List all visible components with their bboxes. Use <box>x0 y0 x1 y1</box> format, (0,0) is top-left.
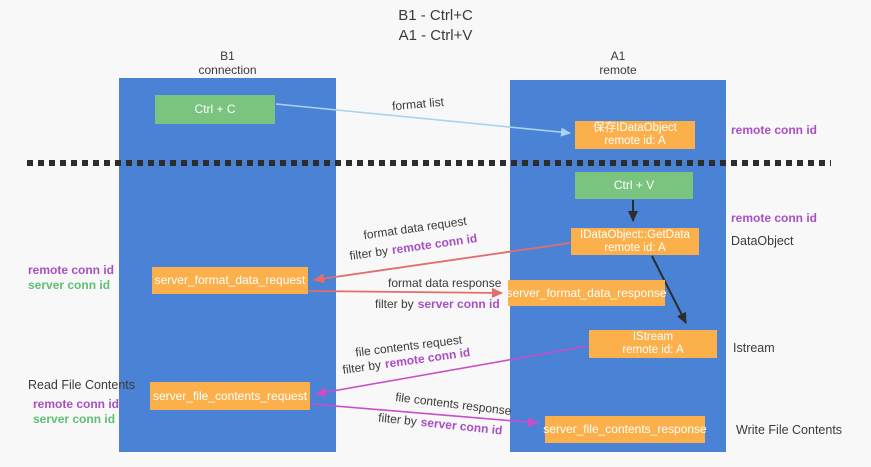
column-header-b1: B1 connection <box>119 49 336 77</box>
node-idataobject-getdata: IDataObject::GetData remote id: A <box>571 228 699 255</box>
node-idataobject-getdata-line2: remote id: A <box>604 241 666 254</box>
node-istream-line1: IStream <box>632 331 674 343</box>
diagram-title: B1 - Ctrl+C A1 - Ctrl+V <box>0 6 871 46</box>
annotation-left-server-conn-id-2: server conn id <box>33 412 116 426</box>
column-a1-role: remote <box>599 63 637 77</box>
node-server-file-contents-response: server_file_contents_response <box>543 416 707 443</box>
node-ctrl-v-label: Ctrl + V <box>613 178 655 192</box>
annotation-dataobject: DataObject <box>731 234 794 248</box>
annotation-istream: Istream <box>733 341 775 355</box>
node-server-file-contents-response-label: server_file_contents_response <box>543 422 707 436</box>
node-server-file-contents-request-label: server_file_contents_request <box>152 388 308 403</box>
node-save-dataobject-line2: remote id: A <box>604 135 666 147</box>
node-server-format-data-response-label: server_format_data_response <box>506 285 667 300</box>
node-ctrl-c: Ctrl + C <box>155 95 275 124</box>
node-idataobject-getdata-line1: IDataObject::GetData <box>580 228 690 241</box>
annotation-remote-conn-id-top: remote conn id <box>731 123 818 137</box>
filter-by-text: filter by <box>348 243 389 263</box>
annotation-left-server-conn-id-1: server conn id <box>28 278 111 292</box>
annotation-read-file-contents: Read File Contents <box>28 378 136 392</box>
edge-label-format-data-response: format data response <box>388 276 502 290</box>
node-server-format-data-request-label: server_format_data_request <box>154 273 306 287</box>
filter-by-text: filter by <box>377 410 418 429</box>
diagram-title-line2: A1 - Ctrl+V <box>398 27 473 44</box>
edge-label-format-list: format list <box>391 94 445 114</box>
node-server-format-data-request: server_format_data_request <box>152 267 308 294</box>
annotation-left-remote-conn-id-2: remote conn id <box>33 397 120 411</box>
phase-separator-dashed-line <box>27 160 831 166</box>
filter-by-text: filter by <box>375 297 414 311</box>
annotation-left-remote-conn-id-1: remote conn id <box>28 263 115 277</box>
column-header-a1: A1 remote <box>510 49 726 77</box>
annotation-write-file-contents: Write File Contents <box>736 423 843 437</box>
column-b1-name: B1 <box>220 49 235 63</box>
node-server-file-contents-request: server_file_contents_request <box>150 382 310 410</box>
node-istream-line2: remote id: A <box>622 344 684 356</box>
server-conn-id-text: server conn id <box>417 297 500 311</box>
node-save-dataobject-line1: 保存IDataObject <box>593 122 677 134</box>
node-ctrl-v: Ctrl + V <box>575 172 693 199</box>
node-istream: IStream remote id: A <box>589 330 717 358</box>
annotation-remote-conn-id-mid: remote conn id <box>731 211 818 225</box>
column-a1-name: A1 <box>610 49 626 63</box>
server-conn-id-text: server conn id <box>420 414 504 438</box>
filter-by-text: filter by <box>341 357 382 377</box>
arrow-format-request-to-format-response <box>308 287 503 298</box>
node-server-format-data-response: server_format_data_response <box>506 280 667 306</box>
node-ctrl-c-label: Ctrl + C <box>194 102 236 116</box>
diagram-title-line1: B1 - Ctrl+C <box>398 7 473 24</box>
node-save-dataobject: 保存IDataObject remote id: A <box>575 121 695 149</box>
column-b1-role: connection <box>198 63 257 77</box>
